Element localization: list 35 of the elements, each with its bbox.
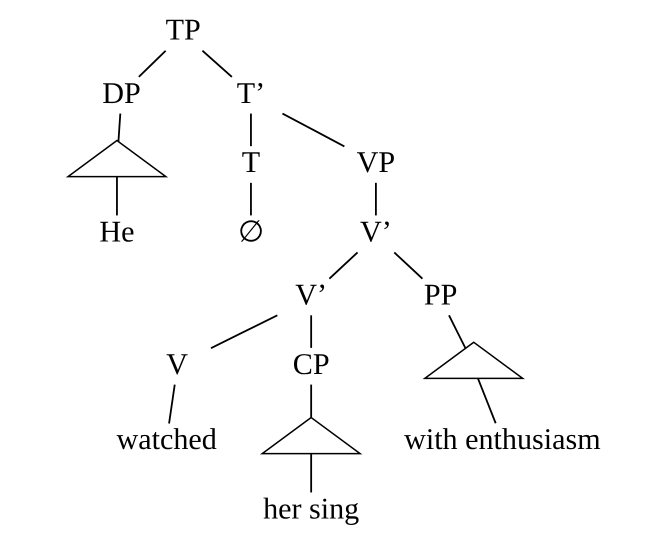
connector bbox=[116, 177, 118, 216]
node-triangle bbox=[260, 416, 362, 454]
connector bbox=[202, 50, 232, 78]
connector bbox=[118, 114, 122, 142]
node-text: watched bbox=[116, 422, 217, 456]
node-text: TP bbox=[166, 12, 201, 47]
node-text: V’ bbox=[360, 214, 392, 248]
node-text: V’ bbox=[295, 278, 328, 312]
connector bbox=[310, 384, 312, 418]
connector bbox=[477, 378, 497, 424]
connector bbox=[394, 252, 424, 280]
connector bbox=[310, 454, 312, 492]
node-text: V bbox=[166, 346, 188, 381]
node-text: PP bbox=[424, 278, 458, 312]
node-text: He bbox=[99, 214, 135, 248]
node-text: with enthusiasm bbox=[404, 422, 601, 456]
node-text: T’ bbox=[236, 76, 266, 110]
node-text: her sing bbox=[263, 491, 360, 526]
connector bbox=[168, 384, 176, 424]
connector bbox=[282, 112, 345, 148]
connector bbox=[375, 182, 377, 216]
connector bbox=[328, 252, 358, 280]
node-triangle bbox=[422, 341, 525, 380]
node-text: DP bbox=[102, 76, 141, 110]
node-triangle bbox=[66, 140, 168, 178]
node-text: VP bbox=[356, 145, 396, 180]
connector bbox=[448, 314, 466, 348]
connector bbox=[250, 182, 252, 216]
node-text: CP bbox=[292, 346, 330, 381]
connector bbox=[250, 114, 252, 146]
connector bbox=[310, 315, 312, 348]
connector bbox=[138, 50, 166, 78]
node-text: ∅ bbox=[238, 214, 264, 248]
node-text: T bbox=[242, 145, 260, 180]
connector bbox=[210, 314, 278, 349]
